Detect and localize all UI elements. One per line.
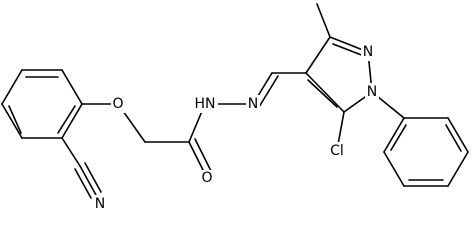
label-backdrop — [199, 170, 215, 188]
structure-diagram: O O HN N N N Cl N — [1, 3, 469, 213]
label-backdrop — [192, 95, 218, 113]
bond — [1, 69, 23, 105]
atom-label-layer: O O HN N N N Cl N — [93, 43, 379, 213]
bond — [332, 43, 365, 57]
bond — [1, 103, 23, 139]
label-backdrop — [93, 195, 107, 213]
bond — [390, 124, 407, 151]
imine-n-label: N — [248, 96, 258, 112]
ether-oxygen-label: O — [112, 96, 123, 112]
bond — [8, 105, 22, 134]
bond — [61, 69, 83, 105]
bond — [305, 36, 331, 74]
nitrile-n-label: N — [95, 196, 105, 212]
pyrazole-n1-label: N — [367, 84, 377, 100]
pyrazole-n2-label: N — [363, 44, 373, 60]
chloro-label: Cl — [330, 143, 344, 159]
bond — [447, 117, 469, 153]
bond — [316, 3, 331, 38]
bond — [74, 168, 92, 199]
molecule-drawing: O O HN N N N Cl N — [1, 3, 469, 213]
label-backdrop — [246, 95, 260, 113]
label-backdrop — [361, 43, 375, 61]
bond — [447, 151, 469, 187]
hydrazide-nh-label: HN — [195, 96, 216, 112]
bond — [307, 79, 338, 108]
carbonyl-oxygen-label: O — [201, 170, 212, 186]
bond — [258, 75, 279, 108]
bond — [61, 137, 81, 167]
bond — [84, 162, 102, 193]
bond — [194, 138, 214, 176]
bond — [305, 72, 345, 113]
bond — [383, 117, 405, 153]
bond — [61, 103, 83, 139]
bond — [57, 105, 76, 134]
label-backdrop — [111, 95, 125, 113]
bond — [79, 165, 97, 196]
label-backdrop — [365, 83, 379, 101]
bond — [445, 124, 462, 152]
bond-layer — [1, 3, 469, 199]
label-backdrop — [326, 142, 348, 160]
bond — [383, 151, 405, 187]
